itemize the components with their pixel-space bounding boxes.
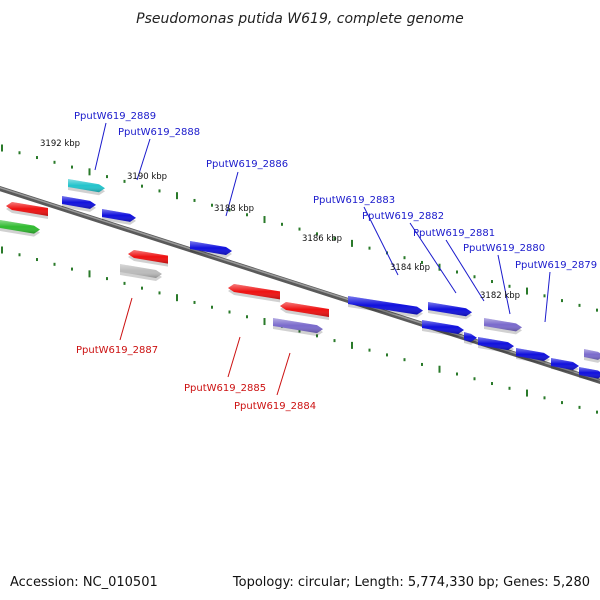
- gene-feature[interactable]: [62, 196, 96, 212]
- gene-label[interactable]: PputW619_2881: [413, 228, 495, 239]
- gene-leader-line: [276, 352, 291, 396]
- gene-feature[interactable]: [228, 284, 280, 303]
- tick-label: 3190 kbp: [127, 172, 167, 182]
- backbone: [0, 185, 600, 385]
- gene-feature[interactable]: [0, 220, 40, 237]
- gene-label[interactable]: PputW619_2886: [206, 159, 288, 170]
- gene-leader-line: [136, 138, 151, 181]
- gene-leader-line: [497, 254, 511, 315]
- gene-feature[interactable]: [516, 348, 550, 364]
- gene-label[interactable]: PputW619_2883: [313, 195, 395, 206]
- tick-label: 3184 kbp: [390, 263, 430, 273]
- tick-label: 3182 kbp: [480, 291, 520, 301]
- gene-feature[interactable]: [484, 318, 522, 335]
- tick-label: 3192 kbp: [40, 139, 80, 149]
- gene-labels: PputW619_2889PputW619_2888PputW619_2887P…: [74, 111, 597, 412]
- tick-label: 3186 kbp: [302, 234, 342, 244]
- gene-label[interactable]: PputW619_2879: [515, 260, 597, 271]
- gene-feature[interactable]: [464, 332, 477, 345]
- gene-feature[interactable]: [68, 179, 105, 196]
- gene-feature[interactable]: [428, 302, 472, 320]
- gene-label[interactable]: PputW619_2884: [234, 401, 316, 412]
- gene-leader-line: [94, 122, 107, 171]
- gene-feature[interactable]: [102, 209, 136, 225]
- gene-leader-line: [227, 336, 241, 378]
- gene-feature[interactable]: [584, 349, 600, 363]
- gene-label[interactable]: PputW619_2888: [118, 127, 200, 138]
- gene-feature[interactable]: [190, 241, 232, 258]
- gene-leader-line: [445, 239, 485, 302]
- map-title: Pseudomonas putida W619, complete genome: [136, 11, 464, 27]
- gene-feature[interactable]: [579, 367, 600, 382]
- gene-feature[interactable]: [551, 358, 579, 373]
- backbone-highlight: [0, 186, 600, 382]
- summary-text: Topology: circular; Length: 5,774,330 bp…: [232, 575, 590, 590]
- leader-lines: [94, 122, 551, 396]
- gene-label[interactable]: PputW619_2882: [362, 211, 444, 222]
- tick-labels: 3192 kbp 3190 kbp 3188 kbp 3186 kbp 3184 kbp…: [40, 139, 520, 301]
- gene-leader-line: [409, 222, 457, 294]
- gene-label[interactable]: PputW619_2880: [463, 243, 545, 254]
- accession-text: Accession: NC_010501: [10, 575, 158, 590]
- gene-feature[interactable]: [478, 337, 514, 354]
- gene-label[interactable]: PputW619_2885: [184, 383, 266, 394]
- gene-features: [0, 179, 600, 382]
- gene-label[interactable]: PputW619_2887: [76, 345, 158, 356]
- gene-leader-line: [225, 171, 239, 217]
- gene-feature[interactable]: [273, 318, 323, 337]
- gene-label[interactable]: PputW619_2889: [74, 111, 156, 122]
- gene-leader-line: [363, 206, 399, 276]
- gene-feature[interactable]: [120, 264, 162, 281]
- gene-feature[interactable]: [6, 202, 48, 219]
- gene-leader-line: [544, 271, 551, 323]
- gene-feature[interactable]: [280, 302, 329, 320]
- gene-feature[interactable]: [128, 250, 168, 267]
- gene-feature[interactable]: [348, 296, 423, 318]
- backbone-line: [0, 185, 600, 385]
- tick-label: 3188 kbp: [214, 204, 254, 214]
- gene-leader-line: [119, 297, 133, 341]
- gene-feature[interactable]: [422, 320, 464, 337]
